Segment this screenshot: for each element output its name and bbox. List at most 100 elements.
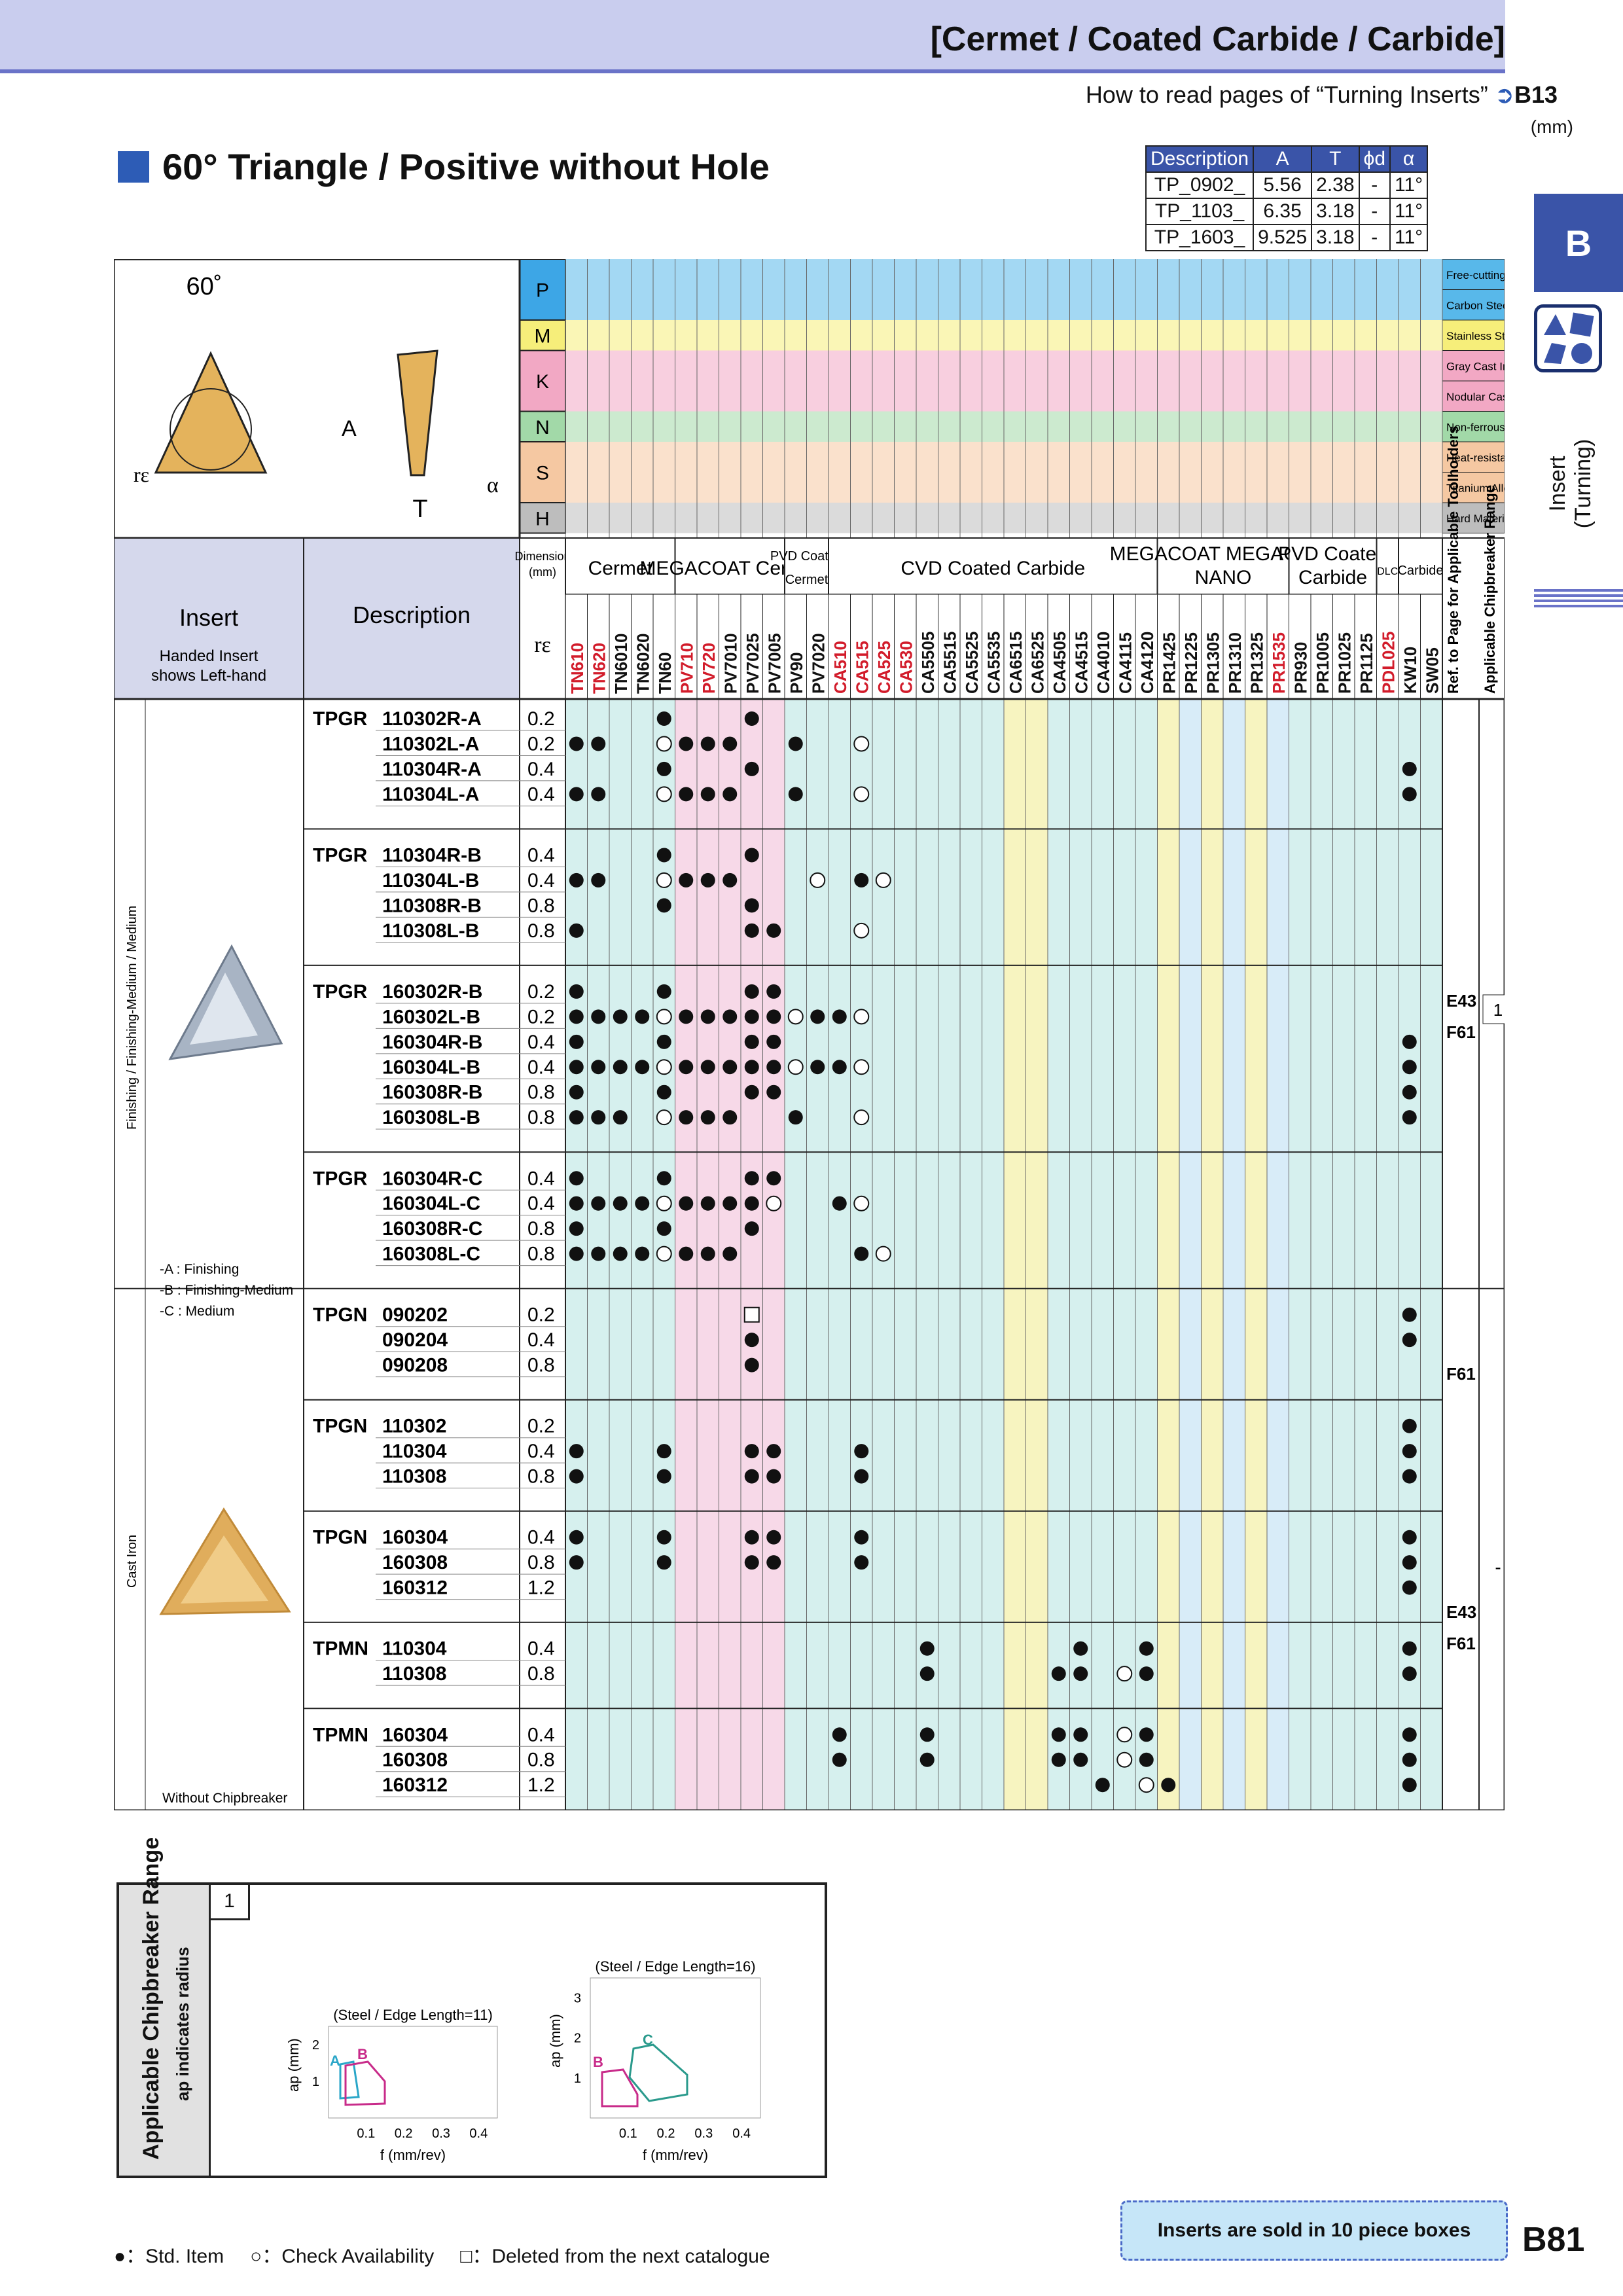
side-label: Insert (Turning)	[1545, 439, 1596, 529]
material-letter: M	[535, 325, 551, 347]
series-label: TPMN	[313, 1724, 368, 1746]
material-letter: P	[536, 280, 549, 302]
std-item-mark	[700, 1009, 715, 1024]
std-item-mark	[744, 761, 759, 776]
std-item-mark	[569, 1171, 584, 1186]
std-item-mark	[744, 984, 759, 999]
std-item-mark	[591, 787, 606, 802]
std-item-mark	[591, 1009, 606, 1024]
material-letter: N	[535, 417, 550, 439]
check-availability-mark	[853, 1109, 870, 1126]
header-bg	[114, 537, 520, 700]
corner-radius: 0.8	[527, 1552, 555, 1573]
std-item-mark	[854, 1246, 869, 1261]
grade-col-bg	[938, 698, 961, 1810]
cb-number: 1	[211, 1885, 250, 1920]
grade-col-bg	[1245, 698, 1268, 1810]
range-ref-box	[1482, 994, 1505, 1024]
header-dimension: Dimension	[514, 550, 570, 563]
kw10-mark	[1402, 1085, 1417, 1100]
body-frame	[114, 698, 1505, 1810]
std-item-mark	[656, 1171, 671, 1186]
std-item-mark	[722, 787, 738, 802]
product-code: 160304	[382, 1527, 448, 1549]
grade-col-bg	[1179, 698, 1202, 1810]
kw10-mark	[1402, 1418, 1417, 1433]
chipbreaker-box: Applicable Chipbreaker Range ap indicate…	[116, 1837, 827, 2178]
std-item-mark	[744, 898, 759, 913]
grade-col-bg	[1420, 698, 1443, 1810]
corner-radius: 1.2	[527, 1577, 555, 1599]
cb-title: Applicable Chipbreaker Range	[139, 1837, 164, 2160]
kw10-mark	[1402, 1555, 1417, 1570]
corner-radius: 0.4	[527, 844, 555, 866]
cb-title-band	[119, 1885, 211, 2176]
std-item-mark	[635, 1196, 650, 1211]
std-item-mark	[656, 711, 671, 726]
corner-radius: 0.8	[527, 895, 555, 916]
ref-f61: F61	[1446, 1022, 1476, 1042]
std-item-mark	[919, 1727, 935, 1742]
grade-header-bg	[1245, 594, 1268, 700]
corner-radius: 0.2	[527, 708, 555, 730]
cb-x-tick: 0.2	[395, 2126, 413, 2141]
check-availability-mark	[853, 736, 870, 752]
cb-plot-area	[328, 2026, 498, 2119]
grade-col-bg	[894, 698, 917, 1810]
std-item-mark	[919, 1641, 935, 1656]
dim-col-1: A	[1253, 145, 1313, 173]
material-letter: K	[536, 371, 549, 393]
std-item-mark	[591, 1246, 606, 1261]
material-letter: H	[535, 508, 550, 529]
product-code: 110304L-A	[382, 783, 479, 805]
grade-header-bg	[938, 594, 961, 700]
grade-header-bg	[1332, 594, 1355, 700]
legend-b: -B : Finishing-Medium	[160, 1283, 293, 1298]
std-item-mark	[569, 1034, 584, 1049]
check-availability-mark	[810, 872, 826, 888]
unit-label: (mm)	[1530, 117, 1573, 137]
std-item-mark	[744, 1221, 759, 1236]
grade-label: PR1125	[1357, 633, 1376, 694]
howto-ref: B13	[1514, 81, 1558, 108]
cb-x-tick: 0.4	[732, 2126, 751, 2141]
corner-radius: 0.2	[527, 1006, 555, 1028]
check-availability-mark	[1116, 1751, 1133, 1768]
grade-label: CA525	[874, 641, 894, 694]
product-code: 110304L-B	[382, 870, 479, 891]
grade-header-bg	[1113, 594, 1136, 700]
std-item-mark	[679, 1196, 694, 1211]
grade-label: KW10	[1400, 647, 1420, 694]
kw10-mark	[1402, 1444, 1417, 1459]
legend-check-text: ：Check Availability	[262, 2246, 435, 2267]
grade-col-bg	[959, 698, 982, 1810]
dim-cell: TP_0902_	[1145, 171, 1255, 199]
dim-cell: -	[1358, 198, 1391, 225]
std-item-mark	[569, 1009, 584, 1024]
grade-header-bg	[1266, 594, 1289, 700]
corner-radius: 0.8	[527, 920, 555, 942]
material-desc: Heat-resistant Alloys	[1446, 452, 1505, 464]
std-item-mark	[569, 1085, 584, 1100]
cb-x-label: f (mm/rev)	[380, 2147, 446, 2163]
howto-link[interactable]: How to read pages of “Turning Inserts” ➲…	[1086, 81, 1558, 109]
product-code: 110304	[382, 1441, 447, 1462]
legend-deleted-text: ：Deleted from the next catalogue	[472, 2246, 770, 2267]
std-item-mark	[744, 1555, 759, 1570]
std-item-mark	[744, 711, 759, 726]
cb-x-tick: 0.3	[694, 2126, 713, 2141]
std-item-mark	[810, 1060, 825, 1075]
grade-label: PV7010	[721, 633, 740, 694]
std-item-mark	[766, 1469, 781, 1484]
section-tab[interactable]: B	[1534, 194, 1623, 292]
std-item-mark	[1139, 1727, 1154, 1742]
product-code: 110308R-B	[382, 895, 482, 916]
product-code: 160312	[382, 1774, 448, 1796]
material-key-S	[519, 441, 566, 503]
material-desc: Gray Cast Iron	[1446, 361, 1505, 373]
kw10-mark	[1402, 761, 1417, 776]
product-code: 110308L-B	[382, 920, 479, 942]
check-availability-mark	[766, 1195, 782, 1211]
